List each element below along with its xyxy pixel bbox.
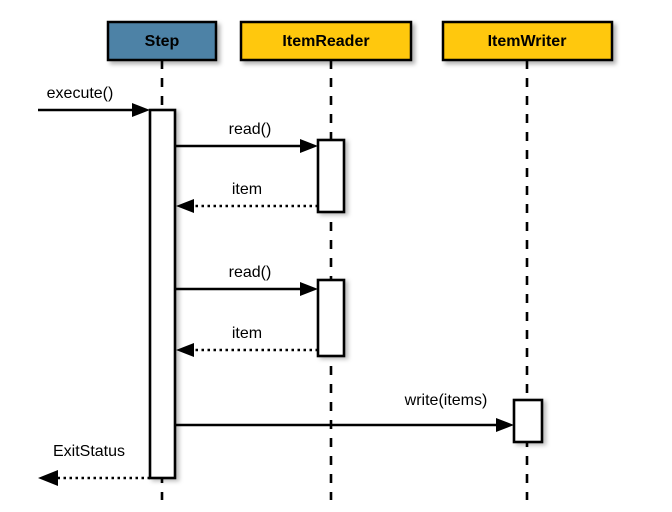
activation-bars-group — [148, 108, 544, 480]
participant-item-writer[interactable]: ItemWriter — [441, 20, 614, 62]
participant-box-item-reader[interactable] — [239, 20, 413, 62]
activation-bar-item-writer — [512, 398, 544, 444]
message-label-item-2: item — [232, 325, 262, 342]
participant-label-item-reader: ItemReader — [282, 33, 369, 50]
message-label-write-items: write(items) — [404, 392, 488, 409]
arrowhead-item-2 — [176, 343, 194, 357]
arrowhead-read-1 — [300, 139, 318, 153]
participant-item-reader[interactable]: ItemReader — [239, 20, 413, 62]
arrowhead-read-2 — [300, 282, 318, 296]
participant-label-step: Step — [145, 33, 180, 50]
arrowhead-execute — [132, 103, 150, 117]
message-write-items[interactable]: write(items) — [176, 392, 514, 432]
message-label-read-2: read() — [229, 264, 272, 281]
arrowhead-item-1 — [176, 199, 194, 213]
message-label-read-1: read() — [229, 121, 272, 138]
message-label-exitstatus: ExitStatus — [53, 443, 125, 460]
participant-box-item-writer[interactable] — [441, 20, 614, 62]
message-label-execute: execute() — [47, 85, 114, 102]
arrowhead-write-items — [496, 418, 514, 432]
message-item-2[interactable]: item — [176, 325, 318, 357]
activation-bar-step — [148, 108, 177, 480]
participant-step[interactable]: Step — [106, 20, 218, 62]
message-read-2[interactable]: read() — [176, 264, 318, 296]
message-exitstatus[interactable]: ExitStatus — [38, 443, 150, 486]
participant-label-item-writer: ItemWriter — [488, 33, 567, 50]
message-item-1[interactable]: item — [176, 181, 318, 213]
activation-bar-item-reader-second — [316, 278, 346, 358]
message-execute[interactable]: execute() — [38, 85, 150, 117]
arrowhead-exitstatus — [38, 470, 58, 486]
activation-bar-item-reader-first — [316, 138, 346, 214]
message-read-1[interactable]: read() — [176, 121, 318, 153]
message-label-item-1: item — [232, 181, 262, 198]
participant-box-step[interactable] — [106, 20, 218, 62]
